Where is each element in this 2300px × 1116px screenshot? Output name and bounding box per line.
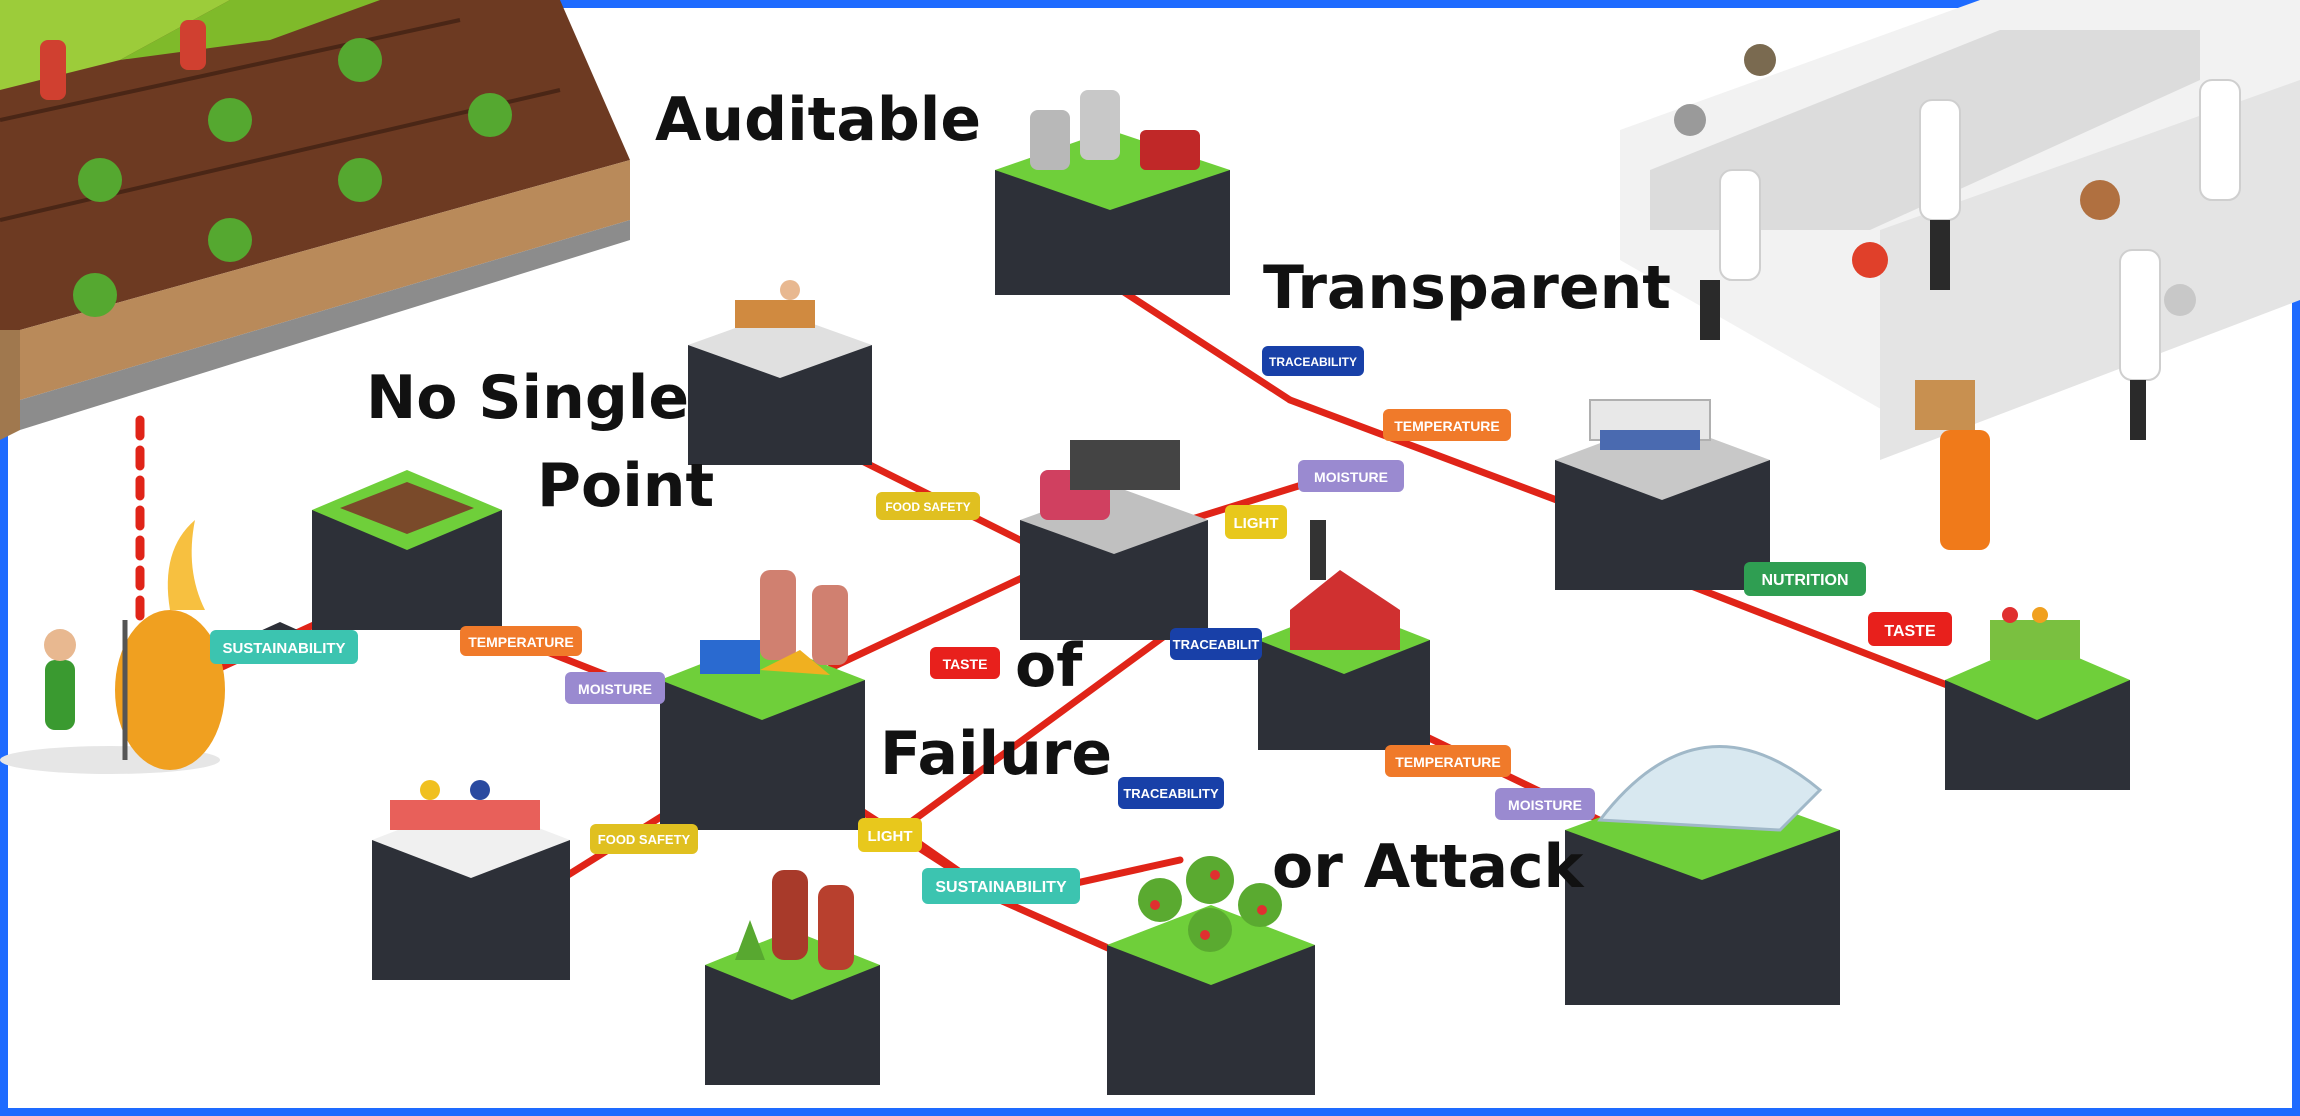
tag-label: LIGHT xyxy=(868,828,913,845)
tag-label: LIGHT xyxy=(1234,515,1279,532)
tag-label: FOOD SAFETY xyxy=(885,500,970,514)
tag-sustainability-left: SUSTAINABILITY xyxy=(210,622,358,664)
tag-label: TRACEABILITY xyxy=(1123,786,1219,801)
tag-light-center: LIGHT xyxy=(1225,505,1287,539)
block-seedlings xyxy=(312,470,502,630)
farmland-illustration xyxy=(0,0,630,440)
kitchen-illustration xyxy=(1620,0,2300,550)
tag-label: SUSTAINABILITY xyxy=(222,640,345,657)
tag-moisture-center: MOISTURE xyxy=(1298,460,1404,492)
block-market xyxy=(1945,607,2130,790)
tag-food-safety-bottom: FOOD SAFETY xyxy=(590,824,698,854)
caption-transparent: Transparent xyxy=(1263,253,1671,323)
caption-point: Point xyxy=(537,451,714,521)
tag-temperature-top: TEMPERATURE xyxy=(1383,409,1511,441)
tag-label: SUSTAINABILITY xyxy=(935,879,1067,896)
tag-label: TEMPERATURE xyxy=(1394,418,1500,434)
tag-label: TRACEABILIT xyxy=(1173,637,1260,652)
tag-label: FOOD SAFETY xyxy=(598,832,691,847)
tag-temperature-right: TEMPERATURE xyxy=(1385,745,1511,777)
tag-moisture-left: MOISTURE xyxy=(565,672,665,704)
tag-label: TASTE xyxy=(943,656,988,672)
caption-failure: Failure xyxy=(880,719,1112,789)
tag-traceability-top: TRACEABILITY xyxy=(1262,346,1364,376)
supply-blocks xyxy=(312,90,2130,1095)
block-lab xyxy=(688,280,872,465)
tag-temperature-left: TEMPERATURE xyxy=(460,626,582,656)
block-orchard xyxy=(1107,856,1315,1095)
tag-traceability-low: TRACEABILITY xyxy=(1118,777,1224,809)
caption-of: of xyxy=(1015,631,1083,701)
block-greenhouse xyxy=(1565,745,1840,1005)
tag-moisture-right: MOISTURE xyxy=(1495,788,1595,820)
captions: Auditable Transparent No Single Point of… xyxy=(366,85,1671,902)
caption-auditable: Auditable xyxy=(655,85,981,155)
tag-nutrition: NUTRITION xyxy=(1744,562,1866,596)
tag-taste-center: TASTE xyxy=(930,647,1000,679)
tag-label: TEMPERATURE xyxy=(468,634,574,650)
tag-label: TEMPERATURE xyxy=(1395,754,1501,770)
tag-taste-right: TASTE xyxy=(1868,612,1952,646)
tag-sustainability-bottom: SUSTAINABILITY xyxy=(922,868,1080,904)
block-grain-silos xyxy=(705,870,880,1085)
caption-no-single: No Single xyxy=(366,363,689,433)
block-truck xyxy=(1020,440,1208,640)
tag-label: TASTE xyxy=(1884,623,1936,640)
block-warehouse xyxy=(1555,399,1770,590)
tag-label: MOISTURE xyxy=(1314,469,1388,485)
tag-traceability-mid: TRACEABILIT xyxy=(1170,628,1262,660)
tag-label: NUTRITION xyxy=(1761,572,1848,589)
block-lab-tables xyxy=(372,780,570,980)
connector-tags: SUSTAINABILITY TEMPERATURE MOISTURE FOOD… xyxy=(210,346,1952,904)
delivery-person xyxy=(1940,430,1990,550)
caption-or-attack: or Attack xyxy=(1272,832,1586,902)
tag-label: MOISTURE xyxy=(1508,797,1582,813)
tag-label: TRACEABILITY xyxy=(1269,355,1357,369)
block-barn xyxy=(1258,520,1430,750)
tag-light-bottom: LIGHT xyxy=(858,818,922,852)
tag-food-safety-top: FOOD SAFETY xyxy=(876,492,980,520)
onion-farmer-illustration xyxy=(0,520,225,774)
block-silo-factory xyxy=(660,570,865,830)
block-silo-tractor xyxy=(995,90,1230,295)
tag-label: MOISTURE xyxy=(578,681,652,697)
